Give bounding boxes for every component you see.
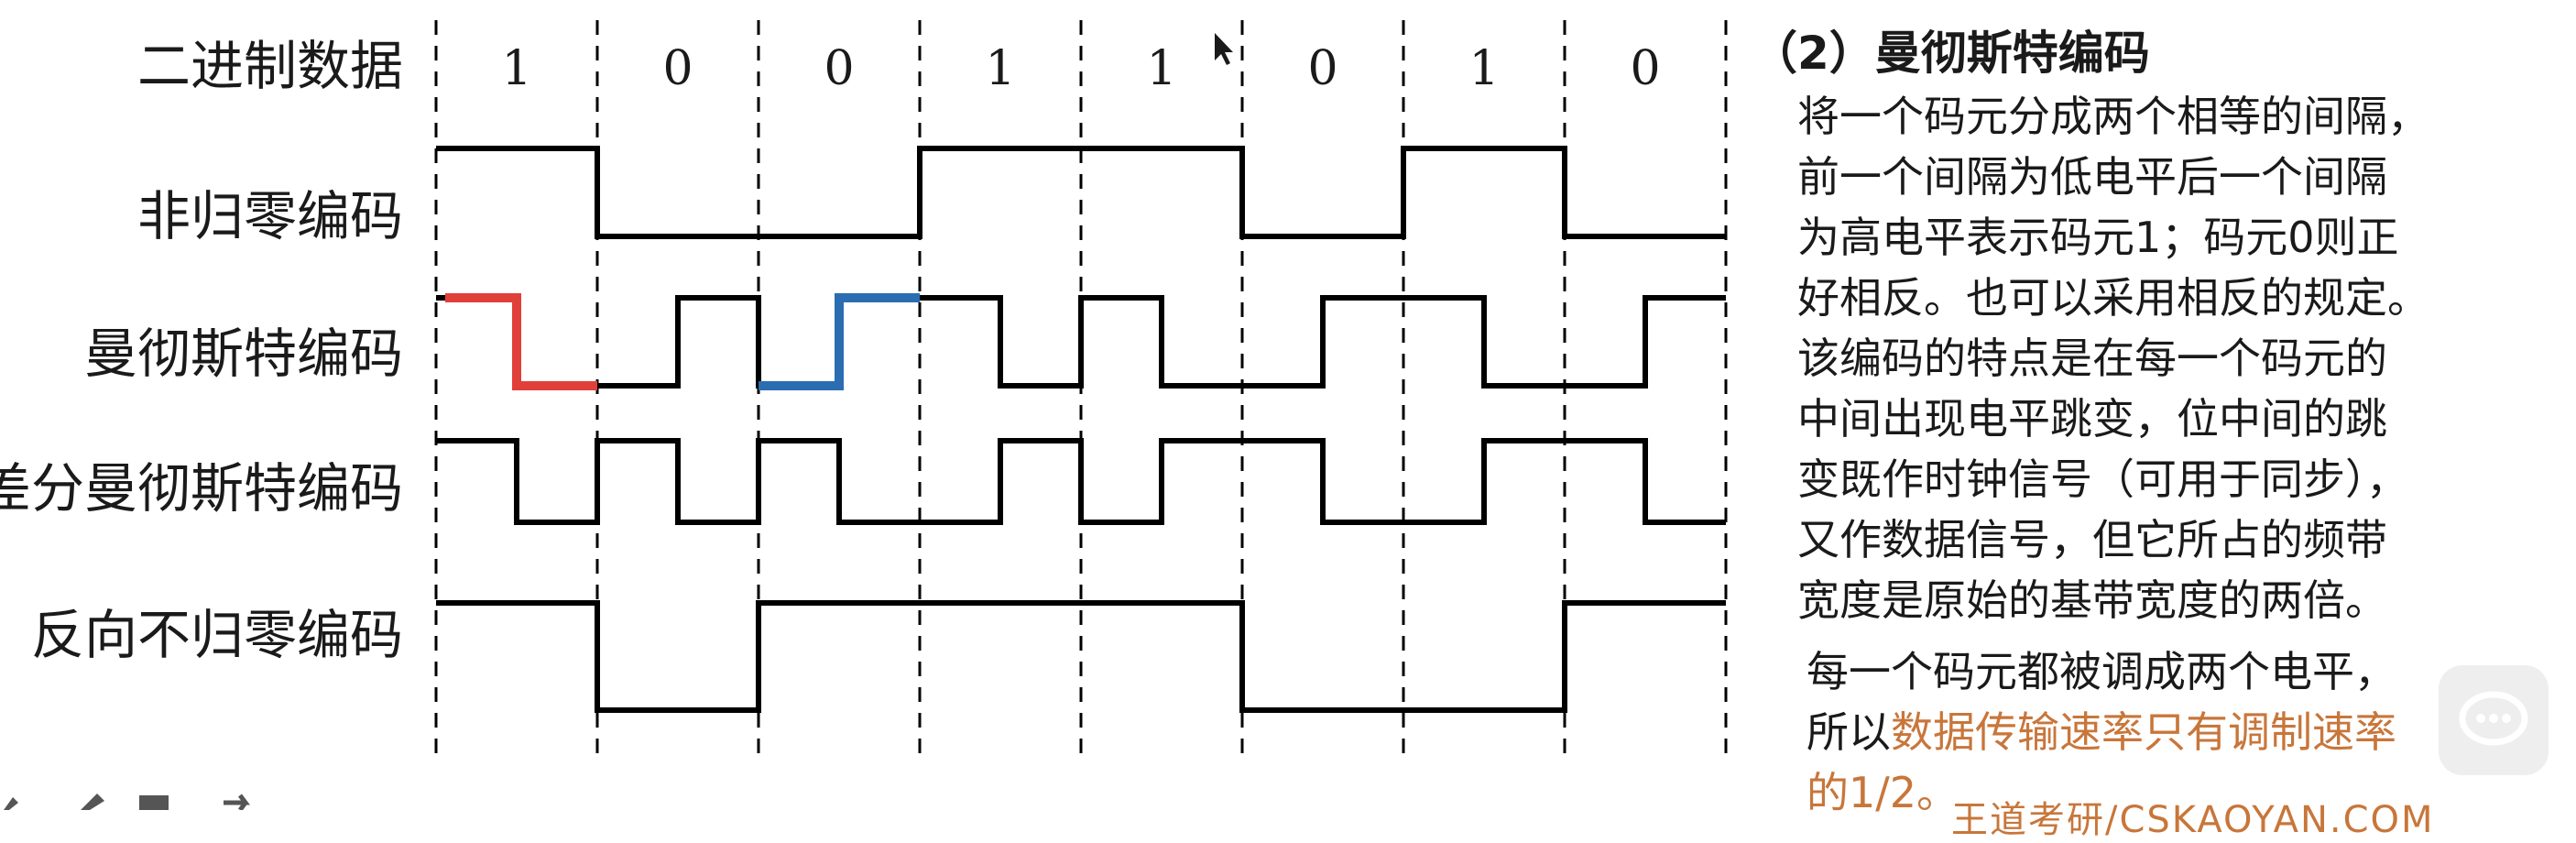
note-highlight: 数据传输速率只有调制速率 (1891, 707, 2396, 757)
side-panel: （2）曼彻斯特编码 将一个码元分成两个相等的间隔， 前一个间隔为低电平后一个间隔… (1752, 20, 2558, 823)
bit-value: 0 (662, 41, 693, 96)
note-line: 每一个码元都被调成两个电平， (1806, 647, 2396, 696)
nrzi-waveform (436, 600, 1726, 713)
description-line: 又作数据信号，但它所占的频带 (1797, 515, 2387, 564)
cursor-arrow-icon (1215, 33, 1233, 65)
row-label-nrz: 非归零编码 (137, 185, 403, 247)
footer-brand: 王道考研/CSKAOYAN.COM (1951, 799, 2435, 841)
row-label-nrzi: 反向不归零编码 (31, 604, 403, 666)
description-line: 中间出现电平跳变，位中间的跳 (1797, 394, 2387, 443)
bit-value: 0 (824, 41, 854, 96)
description-line: 该编码的特点是在每一个码元的 (1797, 334, 2387, 383)
note: 每一个码元都被调成两个电平， 所以数据传输速率只有调制速率 的1/2。 (1752, 641, 2558, 823)
bit-value: 0 (1307, 41, 1337, 96)
annotation-toolbar (0, 790, 293, 810)
note-line: 的1/2。 (1806, 768, 1959, 817)
description-line: 前一个间隔为低电平后一个间隔 (1797, 152, 2387, 202)
pencil-icon[interactable] (75, 790, 112, 810)
manchester-bit1-highlight (445, 293, 597, 390)
manchester-waveform (436, 295, 1726, 389)
chat-bubble-icon[interactable] (2439, 665, 2549, 775)
section-title: （2）曼彻斯特编码 (1752, 27, 2150, 80)
bit-boundary-lines (434, 20, 1728, 761)
description-line: 将一个码元分成两个相等的间隔， (1797, 92, 2429, 141)
description: 将一个码元分成两个相等的间隔， 前一个间隔为低电平后一个间隔 为高电平表示码元1… (1752, 86, 2558, 630)
diff-manchester-waveform (436, 438, 1726, 525)
row-label-manchester: 曼彻斯特编码 (84, 323, 403, 385)
bit-value: 1 (1468, 41, 1499, 96)
bit-values: 1 0 0 1 1 0 1 0 (501, 41, 1660, 96)
rectangle-icon[interactable] (136, 790, 172, 810)
bit-value: 0 (1630, 41, 1660, 96)
note-prefix: 所以 (1806, 707, 1891, 757)
description-line: 为高电平表示码元1；码元0则正 (1797, 213, 2399, 262)
bit-value: 1 (1146, 41, 1176, 96)
pen-icon[interactable] (0, 790, 37, 810)
arrow-icon[interactable] (220, 790, 257, 810)
note-line: 所以数据传输速率只有调制速率 (1806, 702, 2558, 762)
row-label-diff-manchester: 差分曼彻斯特编码 (0, 457, 403, 520)
description-line: 宽度是原始的基带宽度的两倍。 (1797, 575, 2387, 625)
bit-value: 1 (985, 41, 1015, 96)
manchester-bit0-highlight (759, 293, 920, 390)
description-line: 变既作时钟信号（可用于同步）， (1797, 454, 2408, 504)
nrz-waveform (436, 146, 1726, 239)
row-label-binary: 二进制数据 (137, 35, 403, 97)
bit-value: 1 (501, 41, 531, 96)
description-line: 好相反。也可以采用相反的规定。 (1797, 273, 2429, 323)
